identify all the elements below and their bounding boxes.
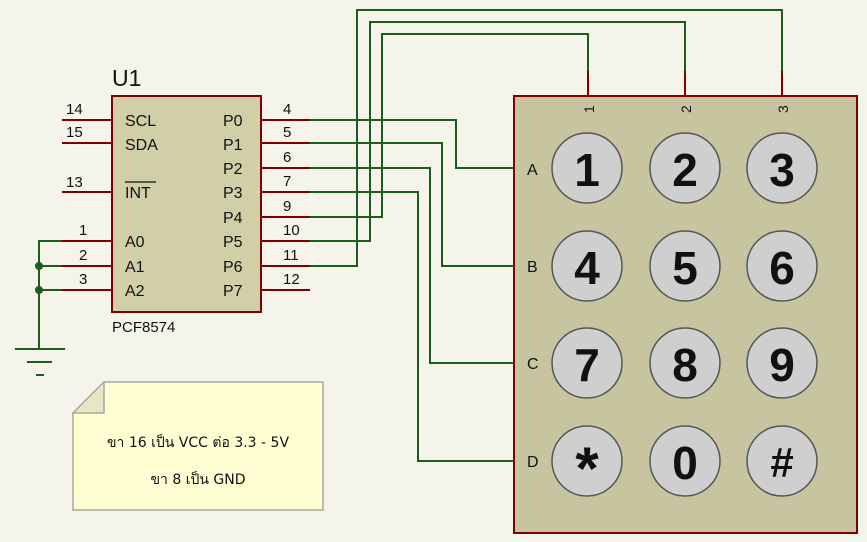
ground-icon [15, 348, 65, 376]
pin-name: A0 [125, 234, 145, 251]
keypad-column-label: 1 [581, 105, 597, 113]
key-label: 6 [769, 242, 795, 294]
key-label: 8 [672, 339, 698, 391]
ic-u1[interactable]: U1 PCF8574 [111, 65, 262, 336]
key-hash[interactable]: # [746, 425, 818, 497]
key-5[interactable]: 5 [649, 230, 721, 302]
key-label: 7 [574, 339, 600, 391]
junction-dot [35, 262, 43, 270]
key-label: 9 [769, 339, 795, 391]
pin-name: SDA [125, 137, 158, 154]
key-label: 1 [574, 144, 600, 196]
keypad-row-label: C [527, 356, 539, 373]
ic-left-pin-numbers: 14 15 13 1 2 3 [66, 101, 87, 288]
keypad-keys: 1 2 3 4 5 6 7 8 9 * 0 # [551, 132, 818, 502]
pin-name: P5 [223, 234, 243, 251]
junction-dot [35, 286, 43, 294]
key-label: # [770, 439, 793, 486]
key-1[interactable]: 1 [551, 132, 623, 204]
ic-right-pin-names: P0 P1 P2 P3 P4 P5 P6 P7 [223, 113, 243, 300]
key-9[interactable]: 9 [746, 327, 818, 399]
pin-number: 15 [66, 124, 83, 141]
keypad-row-labels: A B C D [527, 162, 539, 471]
pin-name: P1 [223, 137, 243, 154]
ic-left-pin-lines [62, 119, 112, 291]
pin-number: 2 [79, 247, 87, 264]
wire-p5-col-2 [310, 21, 686, 242]
key-4[interactable]: 4 [551, 230, 623, 302]
ic-part-name: PCF8574 [112, 319, 175, 336]
key-label: 4 [574, 242, 600, 294]
keypad-row-label: B [527, 259, 538, 276]
key-0[interactable]: 0 [649, 425, 721, 497]
pin-name: A1 [125, 259, 145, 276]
pin-number: 3 [79, 271, 87, 288]
key-3[interactable]: 3 [746, 132, 818, 204]
pin-number: 14 [66, 101, 83, 118]
pin-number: 13 [66, 174, 83, 191]
keypad-row-pins [418, 167, 514, 462]
pin-name: P2 [223, 161, 243, 178]
pin-name: INT [125, 185, 151, 202]
pin-name: P7 [223, 283, 243, 300]
pin-name: P0 [223, 113, 243, 130]
key-label: 3 [769, 144, 795, 196]
pin-number: 1 [79, 222, 87, 239]
ic-left-pin-names: SCL SDA INT A0 A1 A2 [125, 113, 158, 300]
note-page-icon [72, 381, 324, 511]
pin-number: 6 [283, 149, 291, 166]
key-2[interactable]: 2 [649, 132, 721, 204]
pin-number: 11 [283, 247, 299, 264]
wire-p3-row-d [310, 191, 514, 462]
pin-number: 9 [283, 198, 291, 215]
pin-name: P3 [223, 185, 243, 202]
pin-name: SCL [125, 113, 156, 130]
key-star[interactable]: * [551, 425, 623, 502]
key-label: 2 [672, 144, 698, 196]
pin-name: A2 [125, 283, 145, 300]
pin-number: 5 [283, 124, 291, 141]
key-label: 0 [672, 437, 698, 489]
note-line-1: ขา 16 เป็น VCC ต่อ 3.3 - 5V [106, 435, 290, 451]
keypad-wiring[interactable] [310, 9, 783, 462]
key-8[interactable]: 8 [649, 327, 721, 399]
wire-p6-col-3 [310, 9, 783, 267]
pin-number: 4 [283, 101, 291, 118]
key-label: 5 [672, 242, 698, 294]
pin-name: P4 [223, 210, 243, 227]
keypad-row-label: D [527, 454, 539, 471]
pin-number: 7 [283, 173, 291, 190]
key-7[interactable]: 7 [551, 327, 623, 399]
note-line-2: ขา 8 เป็น GND [150, 472, 246, 488]
note[interactable]: ขา 16 เป็น VCC ต่อ 3.3 - 5V ขา 8 เป็น GN… [72, 381, 324, 511]
keypad-row-label: A [527, 162, 538, 179]
pin-number: 10 [283, 222, 300, 239]
address-ground-wiring[interactable] [38, 240, 62, 348]
key-6[interactable]: 6 [746, 230, 818, 302]
keypad-column-pins [587, 71, 783, 96]
wire-p1-row-b [310, 142, 514, 267]
pin-name: P6 [223, 259, 243, 276]
ic-right-pin-lines [261, 119, 310, 291]
ic-body [111, 95, 262, 313]
key-label: * [575, 435, 599, 502]
ic-designator: U1 [112, 65, 141, 91]
pin-number: 12 [283, 271, 300, 288]
keypad-column-label: 3 [775, 105, 791, 113]
ic-right-pin-numbers: 4 5 6 7 9 10 11 12 [283, 101, 300, 288]
keypad-column-label: 2 [678, 105, 694, 113]
